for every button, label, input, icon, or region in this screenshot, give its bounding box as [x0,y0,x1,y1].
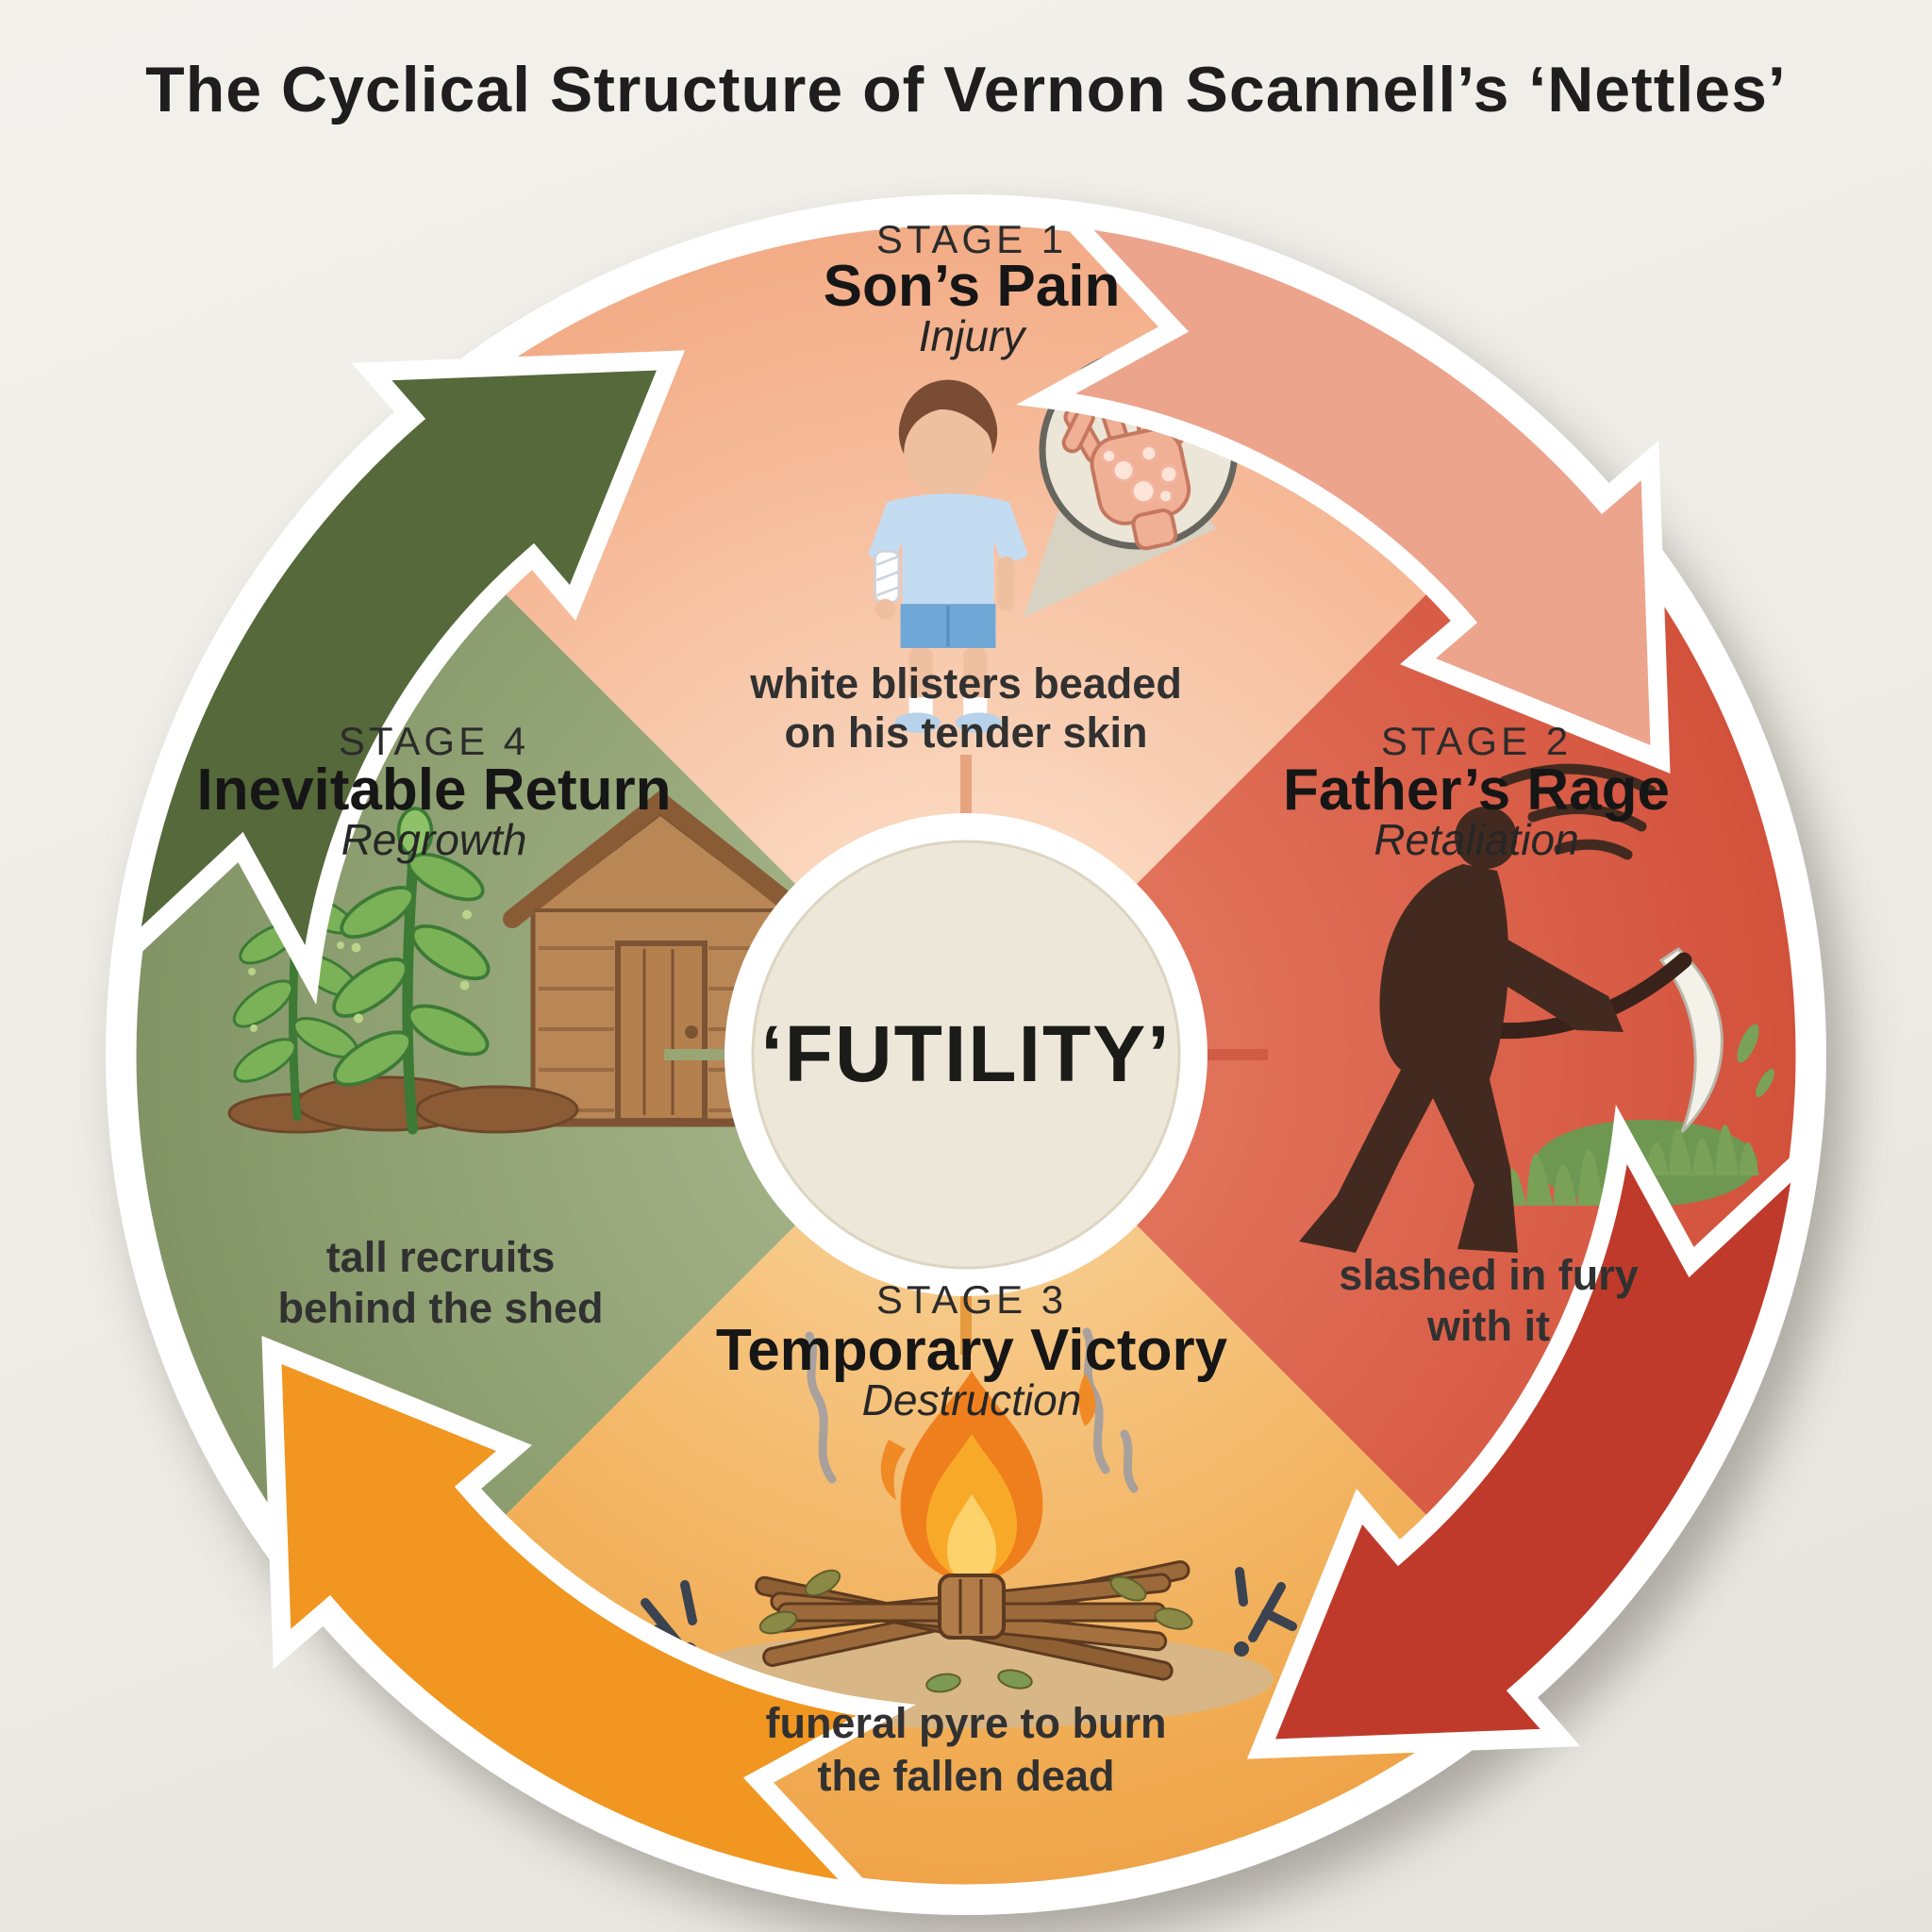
arrow-stage2-to-stage3 [1246,1105,1817,1759]
stage4-name: Inevitable Return [197,758,672,823]
center-hub: ‘FUTILITY’ [664,755,1268,1355]
cycle-arrows [115,204,1817,1906]
stage3-name: Temporary Victory [716,1318,1228,1383]
stage4-label: STAGE 4 [339,719,529,763]
stage1-quote-line2: on his tender skin [784,708,1147,757]
bandaged-arm [874,550,901,620]
nettles-and-garden-shed-icon [227,790,819,1135]
stage3-theme: Destruction [862,1375,1082,1424]
stage3-quote-line2: the fallen dead [817,1752,1114,1800]
stage3-text-block: STAGE 3 Temporary Victory Destruction fu… [716,1277,1228,1800]
stage2-label: STAGE 2 [1381,719,1572,763]
arrow-stage3-to-stage4 [261,1335,916,1906]
stage4-theme: Regrowth [341,815,527,864]
stage2-quote-line2: with it [1426,1302,1550,1350]
stage1-text-block: STAGE 1 Son’s Pain Injury white blisters… [749,217,1182,757]
bonfire-funeral-pyre-icon [627,1327,1297,1728]
boy-shirt [868,493,1028,605]
father-silhouette [1299,807,1624,1253]
stage4-quote-line2: behind the shed [277,1284,603,1332]
stage3-quote-line1: funeral pyre to burn [765,1699,1166,1747]
stage2-quote-line1: slashed in fury [1339,1251,1639,1299]
stage2-theme: Retaliation [1374,815,1578,864]
swing-motion-lines [1499,763,1657,860]
nettle-plant [332,807,491,1135]
injured-boy-with-blistered-hand-icon [868,379,1028,733]
stage3-label: STAGE 3 [876,1277,1067,1322]
man-swinging-scythe-icon [1299,763,1774,1253]
blistered-hand [1061,375,1191,551]
page-title: The Cyclical Structure of Vernon Scannel… [145,54,1787,125]
arrow-stage1-to-stage2 [1016,204,1671,774]
flame [880,1371,1096,1585]
stage1-quote-line1: white blisters beaded [749,659,1182,708]
stage4-text-block: STAGE 4 Inevitable Return Regrowth tall … [197,719,672,1332]
stage1-label: STAGE 1 [876,217,1067,261]
stage1-name: Son’s Pain [824,254,1121,319]
arrow-stage4-to-stage1 [115,350,686,1005]
center-label: ‘FUTILITY’ [760,1009,1171,1098]
stage2-name: Father’s Rage [1283,758,1670,823]
stage2-text-block: STAGE 2 Father’s Rage Retaliation slashe… [1283,719,1670,1350]
stage1-theme: Injury [919,311,1027,360]
stage4-quote-line1: tall recruits [326,1233,556,1281]
grass-tuft [1500,1024,1774,1206]
scythe-blade [1658,947,1724,1134]
boy-face [904,408,992,497]
stick-bundle [755,1560,1193,1693]
